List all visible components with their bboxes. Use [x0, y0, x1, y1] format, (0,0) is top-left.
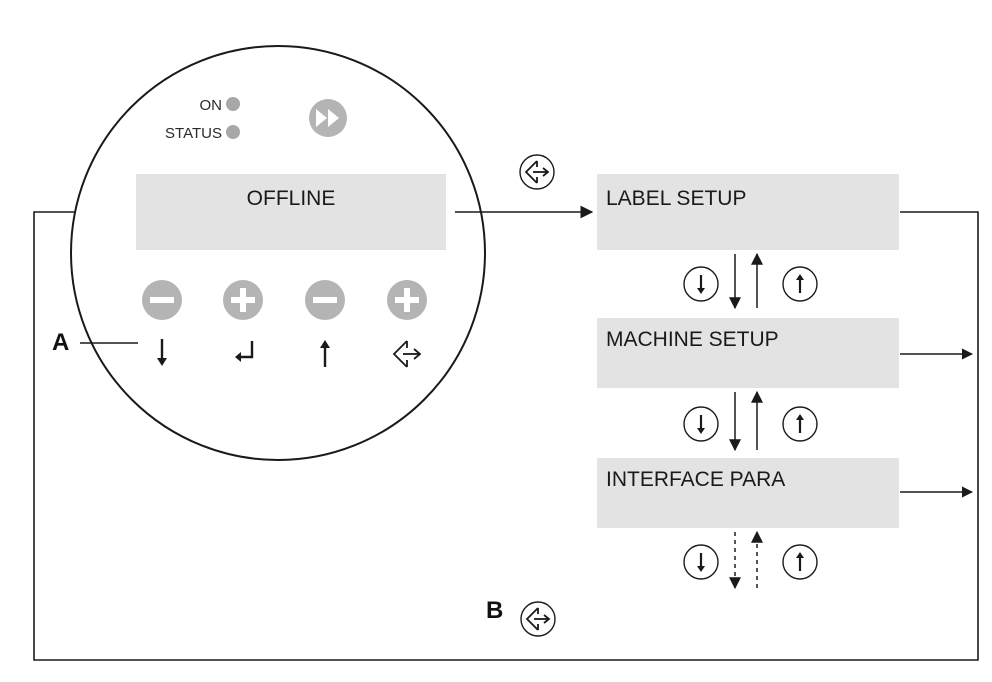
- nav-machine-to-interface: [682, 390, 819, 452]
- down-key-icon[interactable]: [682, 265, 720, 303]
- control-panel: ON STATUS OFFLINE: [70, 45, 486, 461]
- menu-item-label: MACHINE SETUP: [606, 328, 779, 351]
- up-key-icon[interactable]: [781, 265, 819, 303]
- status-label: STATUS: [165, 125, 222, 142]
- on-label: ON: [200, 97, 223, 114]
- status-led-icon: [226, 125, 240, 139]
- nav-interface-loop: [682, 530, 819, 590]
- menu-item-interface-para: INTERFACE PARA: [597, 458, 899, 528]
- menu-key-icon: [392, 340, 422, 368]
- callout-b: B: [486, 597, 503, 624]
- display-text: OFFLINE: [247, 187, 336, 210]
- down-key-icon[interactable]: [682, 405, 720, 443]
- menu-item-label: INTERFACE PARA: [606, 468, 785, 491]
- minus-button-1[interactable]: [142, 280, 182, 320]
- down-arrow-icon: [157, 339, 167, 366]
- up-key-icon[interactable]: [781, 543, 819, 581]
- nav-label-to-machine: [682, 252, 819, 310]
- menu-item-label: LABEL SETUP: [606, 187, 746, 210]
- return-loop: [33, 205, 979, 661]
- menu-item-label-setup: LABEL SETUP: [597, 174, 899, 250]
- fast-forward-icon[interactable]: [309, 99, 347, 137]
- minus-button-2[interactable]: [305, 280, 345, 320]
- menu-key-icon[interactable]: [519, 154, 555, 190]
- lcd-display: [136, 174, 446, 250]
- down-key-icon[interactable]: [682, 543, 720, 581]
- on-led-icon: [226, 97, 240, 111]
- plus-button-2[interactable]: [387, 280, 427, 320]
- up-arrow-icon: [320, 340, 330, 367]
- callout-a: A: [52, 329, 69, 356]
- enter-icon: [235, 341, 254, 362]
- menu-key-icon[interactable]: [520, 601, 556, 637]
- plus-button-1[interactable]: [223, 280, 263, 320]
- menu-item-machine-setup: MACHINE SETUP: [597, 318, 899, 388]
- up-key-icon[interactable]: [781, 405, 819, 443]
